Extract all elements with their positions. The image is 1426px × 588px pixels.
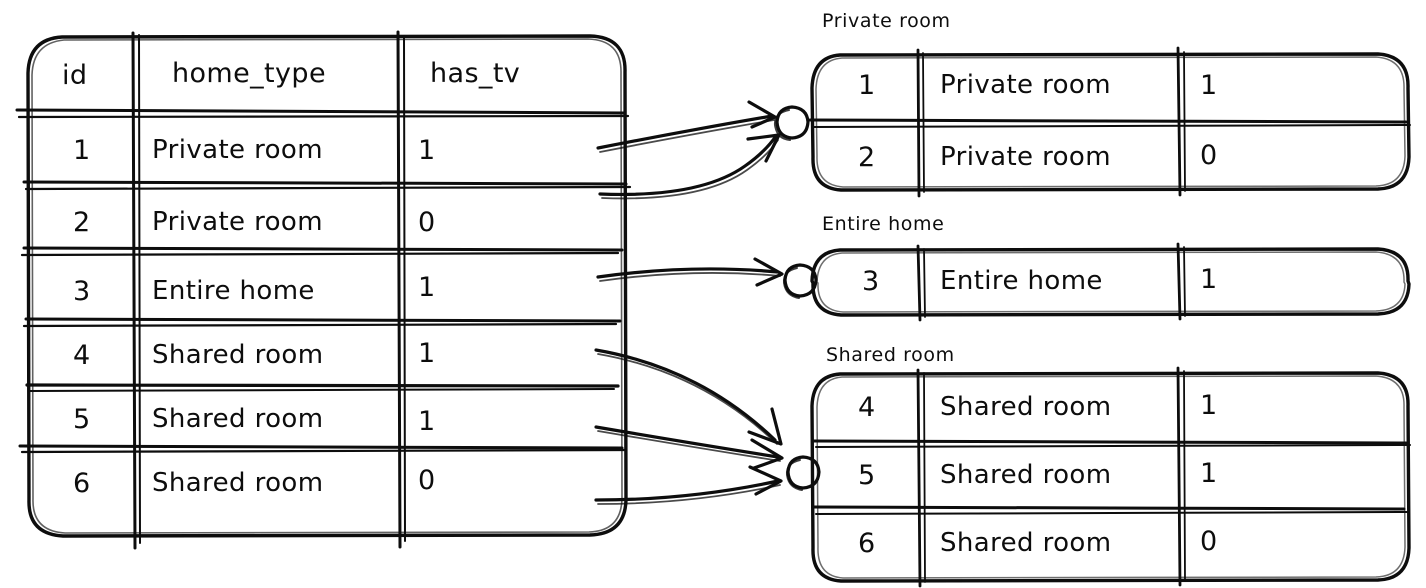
group-cell-id: 5 bbox=[858, 460, 876, 491]
connector-node-entire-home bbox=[782, 263, 818, 299]
group-cell-has-tv: 1 bbox=[1200, 70, 1218, 101]
source-cell-home-type: Entire home bbox=[152, 276, 315, 306]
group-cell-id: 4 bbox=[858, 392, 876, 423]
source-header-has-tv: has_tv bbox=[430, 58, 521, 89]
source-table-row-dividers bbox=[15, 108, 632, 454]
arrow-row-4-to-shared-room bbox=[594, 348, 783, 446]
connector-node-private-room bbox=[773, 105, 810, 141]
group-cell-id: 6 bbox=[858, 528, 876, 559]
source-cell-id: 2 bbox=[73, 207, 91, 238]
group-cell-id: 1 bbox=[858, 70, 876, 101]
group-label-private-room: Private room bbox=[822, 10, 951, 32]
source-cell-has-tv: 0 bbox=[418, 207, 436, 238]
group-cell-home-type: Shared room bbox=[940, 392, 1112, 422]
source-cell-home-type: Shared room bbox=[152, 340, 324, 370]
source-cell-has-tv: 1 bbox=[418, 135, 436, 166]
source-cell-id: 6 bbox=[73, 468, 91, 499]
source-cell-id: 1 bbox=[73, 135, 91, 166]
source-cell-home-type: Shared room bbox=[152, 404, 324, 434]
group-cell-home-type: Entire home bbox=[940, 266, 1103, 296]
group-cell-has-tv: 1 bbox=[1200, 458, 1218, 489]
source-header-home-type: home_type bbox=[172, 58, 326, 89]
source-cell-home-type: Private room bbox=[152, 135, 323, 165]
group-cell-has-tv: 1 bbox=[1200, 264, 1218, 295]
group-cell-id: 2 bbox=[858, 142, 876, 173]
group-cell-has-tv: 0 bbox=[1200, 526, 1218, 557]
source-cell-has-tv: 0 bbox=[418, 465, 436, 496]
arrow-row-2-to-private-room bbox=[598, 133, 781, 200]
group-cell-home-type: Private room bbox=[940, 70, 1111, 100]
source-cell-home-type: Shared room bbox=[152, 468, 324, 498]
group-cell-home-type: Private room bbox=[940, 142, 1111, 172]
group-cell-has-tv: 1 bbox=[1200, 390, 1218, 421]
source-cell-home-type: Private room bbox=[152, 207, 323, 237]
group-cell-has-tv: 0 bbox=[1200, 140, 1218, 171]
arrow-row-6-to-shared-room bbox=[594, 465, 783, 505]
source-table-outline bbox=[26, 34, 628, 538]
source-header-id: id bbox=[62, 60, 88, 91]
group-table-shared-room-outline bbox=[810, 366, 1411, 588]
source-cell-has-tv: 1 bbox=[418, 406, 436, 437]
source-cell-id: 4 bbox=[73, 340, 91, 371]
group-cell-home-type: Shared room bbox=[940, 528, 1112, 558]
group-cell-id: 3 bbox=[862, 266, 880, 297]
group-table-private-room-outline bbox=[808, 46, 1411, 198]
source-table-column-dividers bbox=[131, 30, 406, 550]
arrow-row-5-to-shared-room bbox=[594, 425, 784, 470]
arrow-row-1-to-private-room bbox=[596, 100, 777, 153]
group-table-entire-home-outline bbox=[810, 242, 1411, 322]
connector-node-shared-room bbox=[785, 455, 821, 491]
source-cell-has-tv: 1 bbox=[418, 272, 436, 303]
source-cell-id: 5 bbox=[73, 404, 91, 435]
group-label-entire-home: Entire home bbox=[822, 213, 945, 235]
source-cell-id: 3 bbox=[73, 276, 91, 307]
arrow-row-3-to-entire-home bbox=[596, 257, 784, 287]
source-cell-has-tv: 1 bbox=[418, 338, 436, 369]
group-label-shared-room: Shared room bbox=[826, 344, 955, 366]
group-cell-home-type: Shared room bbox=[940, 460, 1112, 490]
